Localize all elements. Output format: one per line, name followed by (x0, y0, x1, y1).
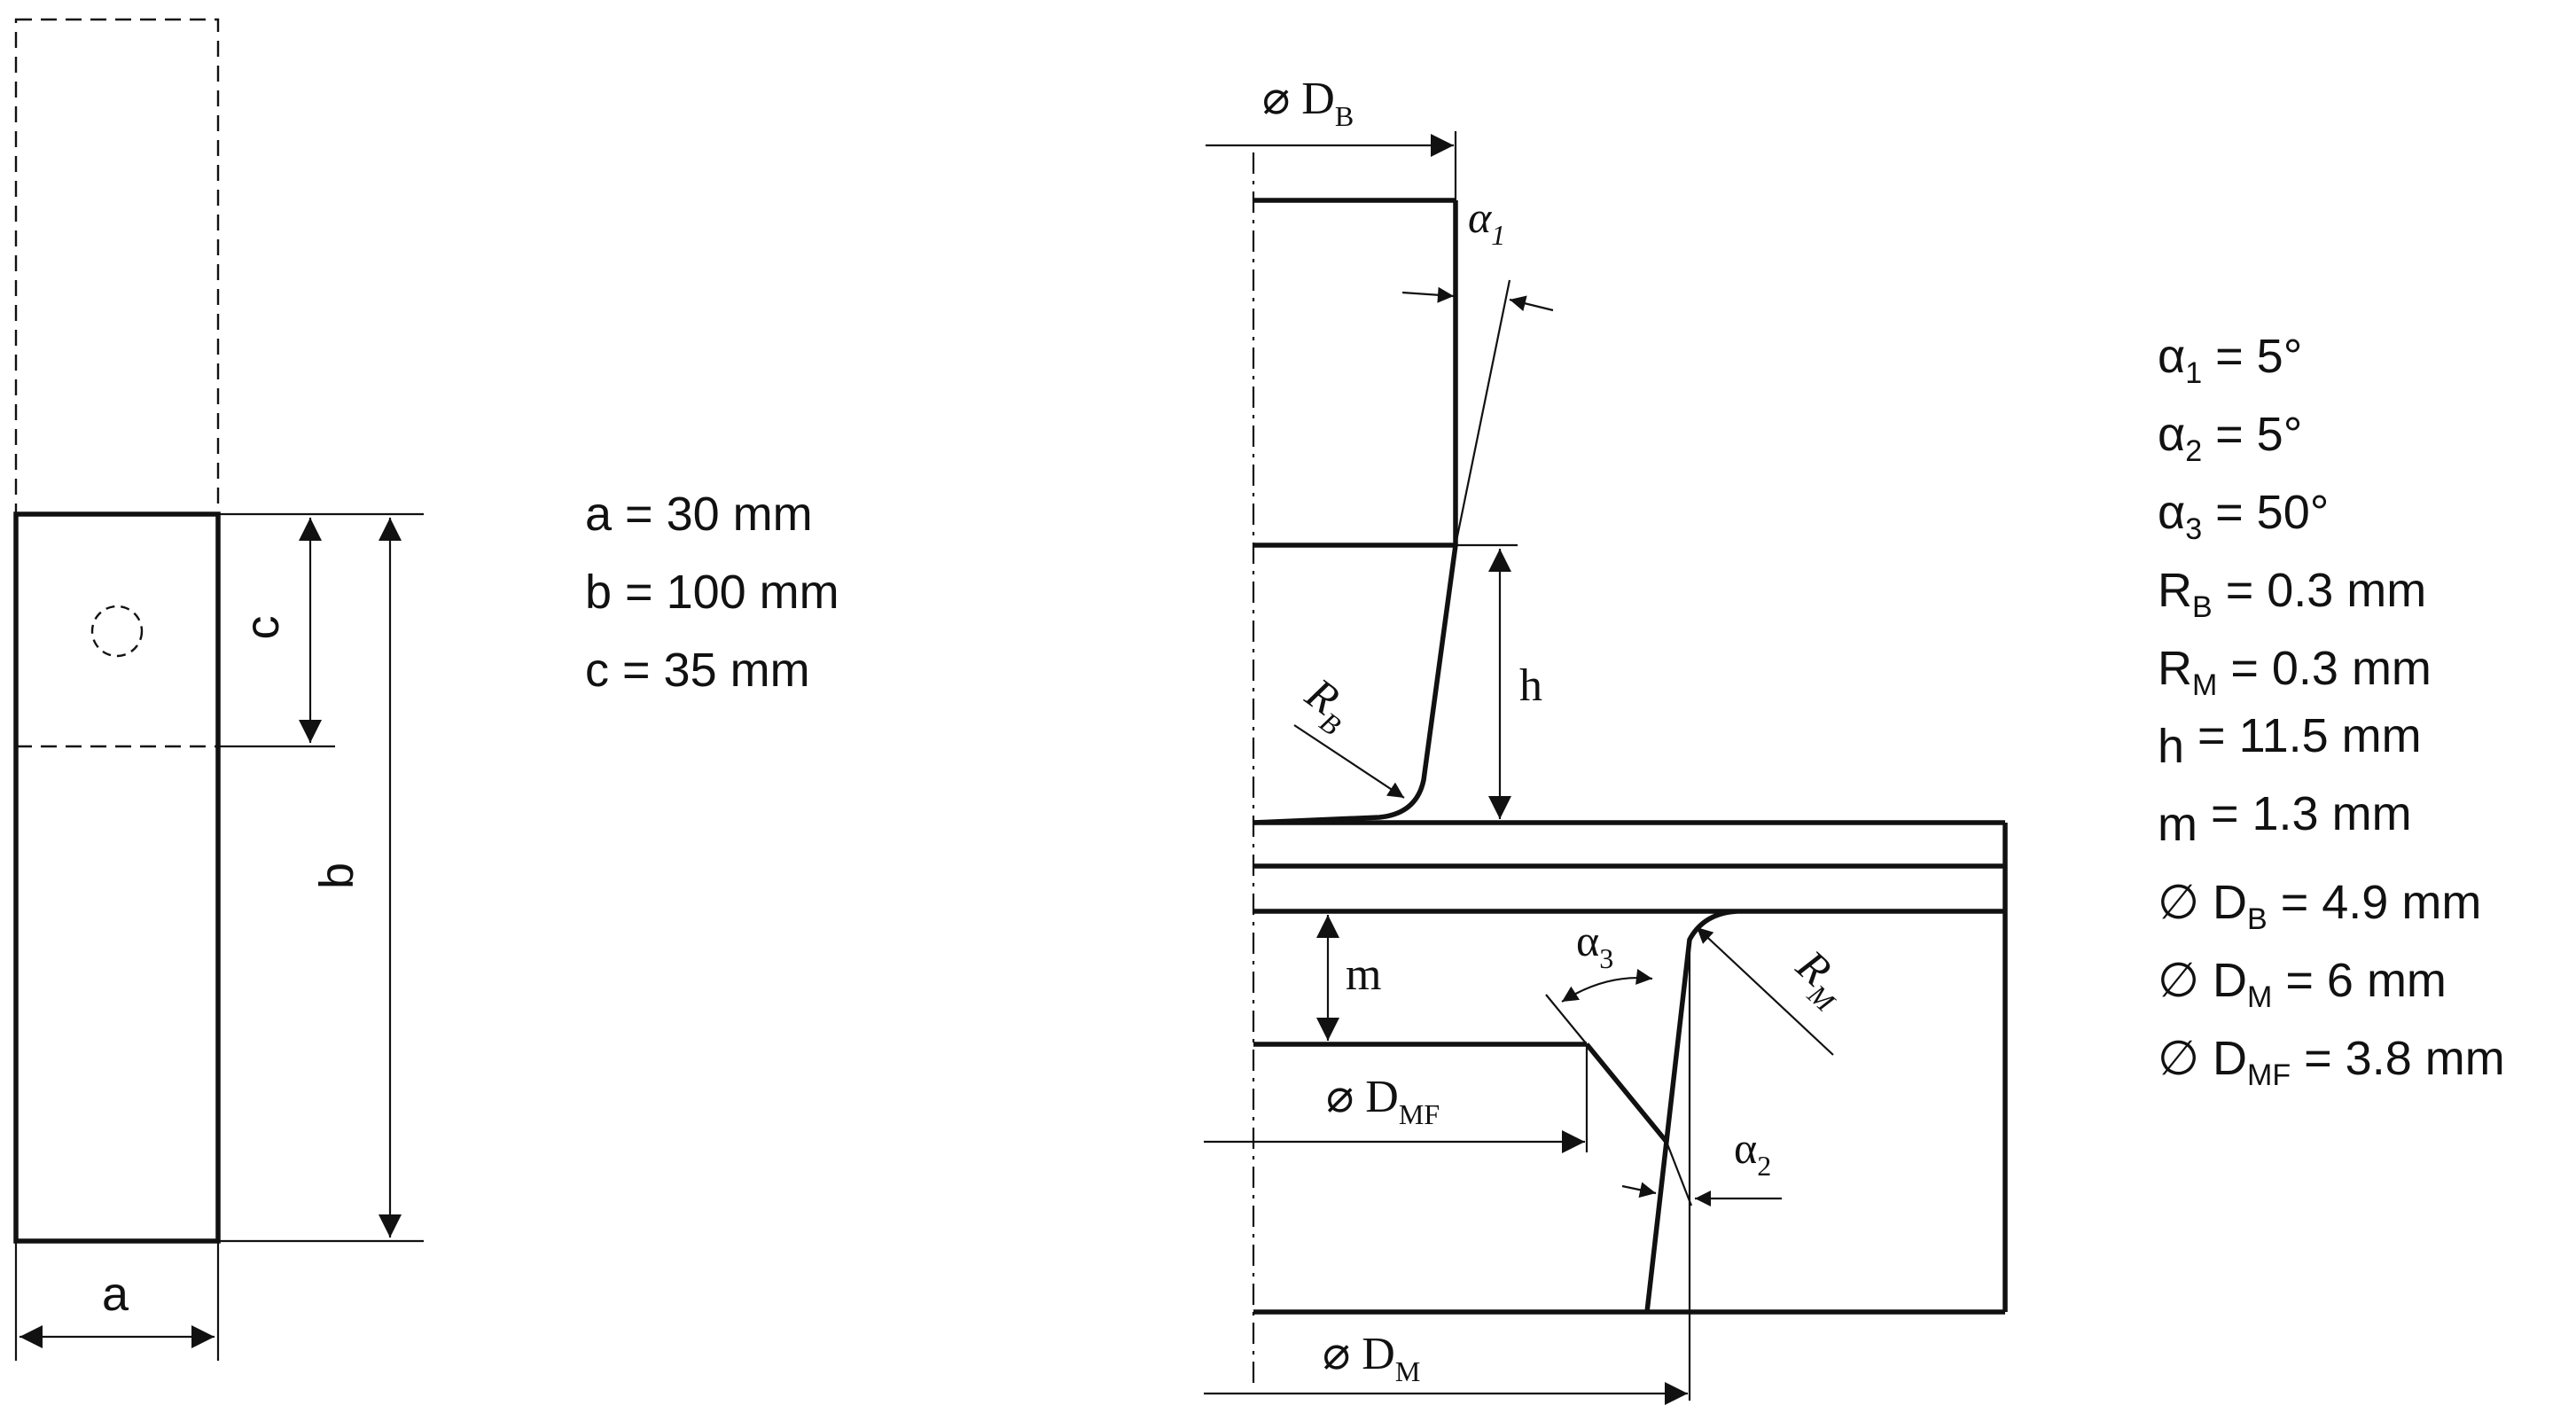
dm-label: ⌀ DM (1323, 1329, 1420, 1387)
rm-leader (1696, 926, 1834, 1056)
param-m: m = 1.3 mm (2158, 787, 2412, 851)
param-alpha1: α1 = 5° (2158, 330, 2302, 390)
param-alpha2: α2 = 5° (2158, 408, 2302, 468)
alpha1-arrow-left (1401, 286, 1455, 303)
a-label: a (102, 1268, 129, 1321)
specimen-extension-outline (14, 18, 220, 516)
specimen-drawing: c b a (13, 18, 424, 1361)
param-dmf: ∅ DMF = 3.8 mm (2158, 1032, 2505, 1092)
alpha3-reference-line (1545, 994, 1588, 1045)
param-rb: RB = 0.3 mm (2158, 564, 2426, 624)
alpha3-arc (1561, 969, 1653, 1003)
alpha1-reference-line (1454, 279, 1511, 546)
c-label: c (236, 616, 289, 640)
alpha2-label: α2 (1734, 1123, 1771, 1182)
alpha2-arrow-left (1621, 1182, 1657, 1198)
punch-taper-edge (1253, 544, 1458, 825)
m-label: m (1346, 949, 1381, 1000)
alpha2-reference-line (1665, 1141, 1693, 1206)
alpha1-label: α1 (1468, 192, 1505, 251)
param-db: ∅ DB = 4.9 mm (2158, 876, 2481, 936)
die-chamfer-edge (1584, 1042, 1669, 1144)
param-c: c = 35 mm (585, 644, 810, 697)
param-alpha3: α3 = 50° (2158, 486, 2329, 546)
specimen-outline (13, 511, 221, 1244)
alpha3-label: α3 (1576, 916, 1613, 974)
dmf-label: ⌀ DMF (1326, 1072, 1440, 1130)
param-a: a = 30 mm (585, 488, 813, 541)
rm-label: RM (1781, 940, 1860, 1019)
alpha1-arrow-right (1509, 295, 1554, 312)
db-label: ⌀ DB (1262, 74, 1354, 132)
rb-leader (1293, 724, 1405, 799)
param-b: b = 100 mm (585, 566, 839, 619)
tool-drawing: ⌀ DB α1 h RB m α3 RM ⌀ DMF α2 ⌀ DM (1204, 74, 2008, 1405)
tool-parameter-list: α1 = 5° α2 = 5° α3 = 50° RB = 0.3 mm RM … (2158, 330, 2505, 1092)
specimen-hole-marker (90, 605, 144, 658)
die-top-edge (1253, 909, 1738, 1313)
param-rm: RM = 0.3 mm (2158, 642, 2432, 702)
specimen-parameter-list: a = 30 mm b = 100 mm c = 35 mm (585, 488, 839, 697)
b-label: b (310, 863, 363, 889)
h-label: h (1519, 660, 1542, 711)
param-dm: ∅ DM = 6 mm (2158, 954, 2447, 1014)
param-h: h = 11.5 mm (2158, 709, 2422, 773)
